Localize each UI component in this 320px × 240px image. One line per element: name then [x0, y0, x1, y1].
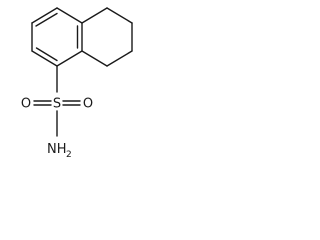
ring-bond — [106, 7, 133, 24]
ring-bond — [31, 50, 58, 67]
chemical-structure-diagram: S O O NH 2 — [21, 7, 133, 160]
ring-bond — [81, 7, 108, 24]
ring-bond — [81, 50, 108, 67]
ring-bond — [56, 50, 83, 67]
ring-double-bond — [35, 47, 58, 62]
structure-canvas: S O O NH 2 — [0, 0, 156, 176]
oxygen-atom-label-left: O — [21, 97, 31, 112]
amine-subscript: 2 — [66, 150, 72, 160]
ring-bond — [56, 7, 83, 24]
sulfur-atom-label: S — [53, 97, 61, 112]
oxygen-atom-label-right: O — [83, 97, 93, 112]
sulfonamide-group: S O O NH 2 — [21, 65, 93, 160]
amine-atom-label: NH — [47, 142, 67, 157]
ring-double-bond — [35, 12, 58, 27]
ring-bond — [106, 50, 133, 67]
aromatic-ring — [31, 7, 83, 67]
ring-bond — [31, 7, 58, 24]
saturated-ring — [81, 7, 133, 67]
